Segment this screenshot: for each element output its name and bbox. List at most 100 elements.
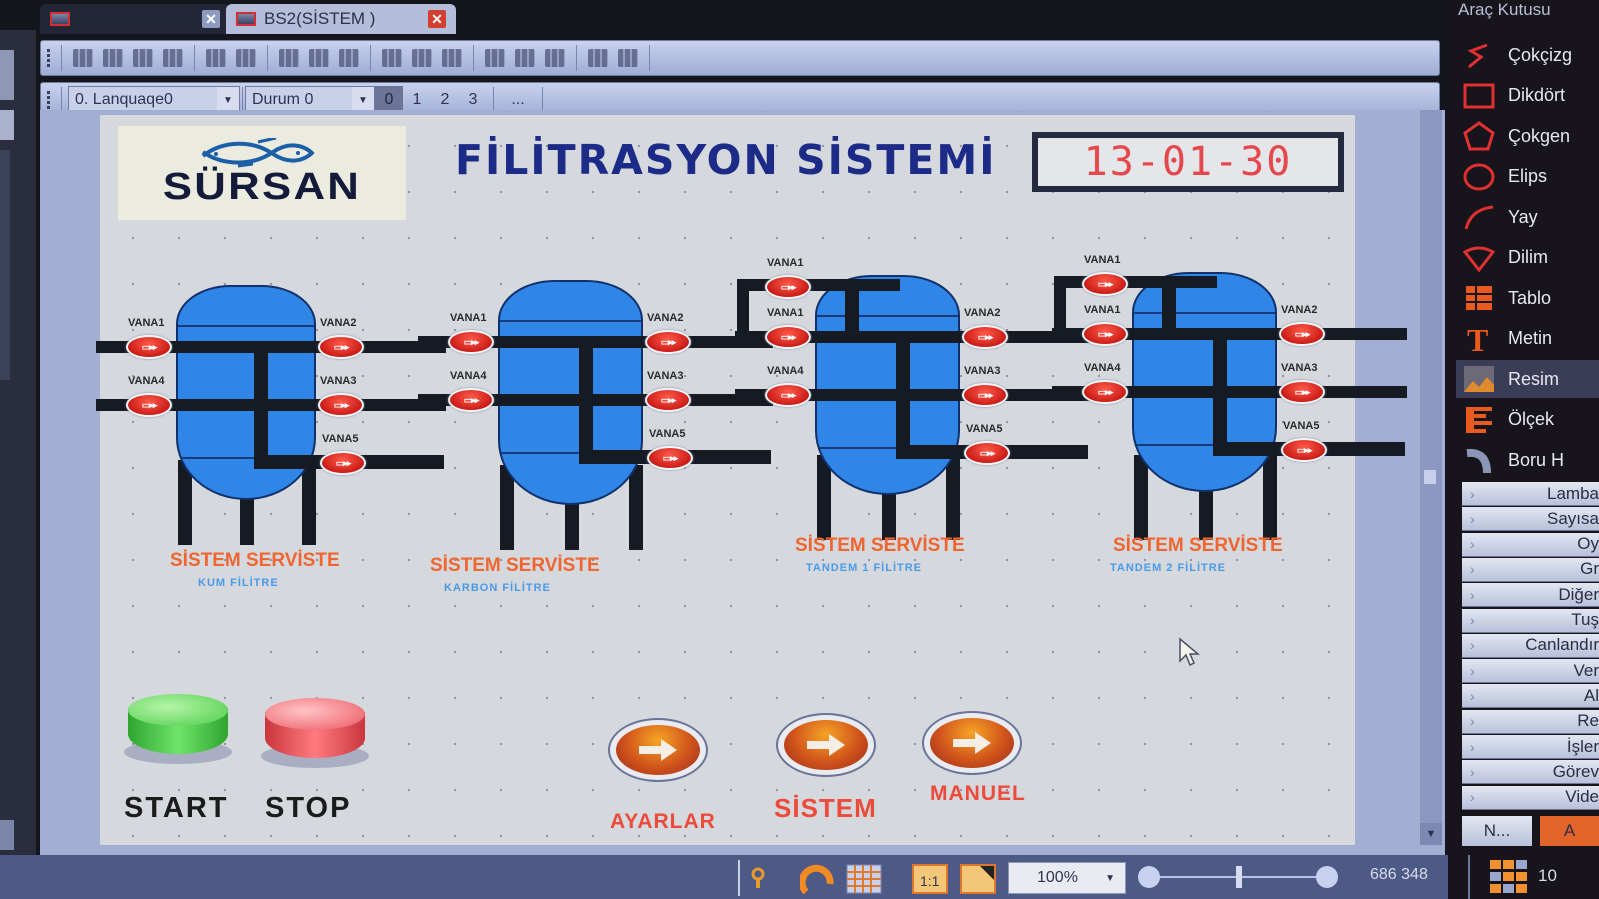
chevron-down-icon[interactable]: ▼ (352, 87, 374, 113)
left-panel-scrollbar[interactable] (0, 150, 10, 380)
toolbox-category[interactable]: ›Ver (1462, 659, 1599, 684)
actual-size-icon[interactable]: 1:1 (912, 864, 948, 894)
start-button[interactable] (124, 694, 232, 764)
left-panel-tab[interactable] (0, 820, 14, 850)
refresh-icon[interactable] (800, 864, 836, 894)
scrollbar-thumb[interactable] (1424, 470, 1436, 484)
valve-right_upper[interactable]: ▭▸▸ (962, 325, 1008, 349)
valve-left_lower[interactable]: ▭▸▸ (1082, 380, 1128, 404)
valve-right_middle[interactable]: ▭▸▸ (318, 393, 364, 417)
toolbox-item-pipe[interactable]: Boru H (1456, 441, 1599, 479)
valve-left_upper[interactable]: ▭▸▸ (126, 335, 172, 359)
toolbox-item-scale[interactable]: Ölçek (1456, 401, 1599, 439)
same-width-icon[interactable] (206, 49, 226, 67)
toolbox-item-pie-slice[interactable]: Dilim (1456, 239, 1599, 277)
distribute-v-icon[interactable] (309, 49, 329, 67)
company-logo[interactable]: SÜRSAN (118, 126, 406, 220)
grid-icon[interactable] (846, 864, 882, 894)
chevron-down-icon[interactable]: ▼ (1105, 872, 1115, 884)
close-icon[interactable]: ✕ (428, 10, 446, 28)
state-select[interactable]: Durum 0 ▼ (245, 86, 375, 114)
toolbar-grip[interactable] (41, 83, 55, 117)
toolbox-item-polyline[interactable]: Çokçizg (1456, 36, 1599, 74)
same-size-icon[interactable] (339, 49, 359, 67)
group-icon[interactable] (515, 49, 535, 67)
stop-button[interactable] (261, 698, 369, 768)
align-top-icon[interactable] (163, 49, 183, 67)
toolbox-category[interactable]: ›Re (1462, 709, 1599, 734)
valve-right_lower[interactable]: ▭▸▸ (647, 446, 693, 470)
bring-front-icon[interactable] (485, 49, 505, 67)
toolbox-item-ellipse[interactable]: Elips (1456, 158, 1599, 196)
same-height-icon[interactable] (236, 49, 256, 67)
valve-right_middle[interactable]: ▭▸▸ (1279, 380, 1325, 404)
center-h-icon[interactable] (382, 49, 402, 67)
align-left-icon[interactable] (73, 49, 93, 67)
left-panel-tab[interactable] (0, 50, 14, 100)
toolbox-category[interactable]: ›Oy (1462, 532, 1599, 557)
toolbox-item-rectangle[interactable]: Dikdört (1456, 77, 1599, 115)
rotate-icon[interactable] (588, 49, 608, 67)
valve-right_lower[interactable]: ▭▸▸ (1281, 438, 1327, 462)
valve-right_lower[interactable]: ▭▸▸ (964, 441, 1010, 465)
valve-right_upper[interactable]: ▭▸▸ (645, 330, 691, 354)
toolbox-item-image[interactable]: Resim (1456, 360, 1599, 398)
toolbar-grip[interactable] (41, 41, 55, 75)
state-button-0[interactable]: 0 (375, 86, 403, 114)
sistem-nav-button[interactable] (776, 713, 876, 777)
toolbox-category[interactable]: ›İşler (1462, 735, 1599, 759)
toolbox-category[interactable]: ›Lamba (1462, 482, 1599, 506)
valve-left_lower[interactable]: ▭▸▸ (448, 388, 494, 412)
toolbox-item-polygon[interactable]: Çokgen (1456, 117, 1599, 155)
zoom-level-select[interactable]: 100% ▼ (1008, 862, 1126, 894)
left-panel-tab[interactable] (0, 110, 14, 140)
center-v-icon[interactable] (412, 49, 432, 67)
more-states-button[interactable]: ... (511, 91, 525, 108)
scroll-down-arrow-icon[interactable]: ▼ (1420, 823, 1442, 845)
valve-top[interactable]: ▭▸▸ (1082, 272, 1128, 296)
zoom-in-button[interactable] (1316, 866, 1338, 888)
zoom-slider-thumb[interactable] (1236, 866, 1242, 888)
send-back-icon[interactable] (545, 49, 565, 67)
state-button-2[interactable]: 2 (440, 91, 450, 108)
tank-vessel[interactable] (815, 275, 960, 495)
chevron-down-icon[interactable]: ▼ (217, 87, 239, 113)
toolbox-tab-a[interactable]: A (1540, 816, 1599, 846)
valve-top[interactable]: ▭▸▸ (765, 275, 811, 299)
valve-left_lower[interactable]: ▭▸▸ (126, 393, 172, 417)
tab-bs2-sistem[interactable]: BS2(SİSTEM ) ✕ (226, 4, 456, 34)
toolbox-category[interactable]: ›Görev (1462, 760, 1599, 785)
zoom-out-button[interactable] (1138, 866, 1160, 888)
toolbox-category[interactable]: ›Canlandır (1462, 633, 1599, 658)
valve-right_middle[interactable]: ▭▸▸ (962, 383, 1008, 407)
valve-right_upper[interactable]: ▭▸▸ (318, 335, 364, 359)
state-button-3[interactable]: 3 (468, 91, 478, 108)
valve-right_upper[interactable]: ▭▸▸ (1279, 322, 1325, 346)
distribute-h-icon[interactable] (279, 49, 299, 67)
toolbox-category[interactable]: ›Diğer (1462, 583, 1599, 608)
canvas-vertical-scrollbar[interactable]: ▼ (1420, 110, 1442, 845)
toolbox-item-table[interactable]: Tablo (1456, 279, 1599, 317)
toolbox-category[interactable]: ›Al (1462, 684, 1599, 709)
align-right-icon[interactable] (133, 49, 153, 67)
valve-left_lower[interactable]: ▭▸▸ (765, 383, 811, 407)
bottom-align-icon[interactable] (442, 49, 462, 67)
valve-left_upper[interactable]: ▭▸▸ (765, 325, 811, 349)
tank-vessel[interactable] (1132, 272, 1277, 492)
fit-to-window-icon[interactable] (960, 864, 996, 894)
toolbox-tab-n[interactable]: N... (1462, 816, 1532, 846)
valve-right_lower[interactable]: ▭▸▸ (320, 451, 366, 475)
layout-grid-icon[interactable] (1490, 860, 1530, 894)
toolbox-category[interactable]: ›Tuş (1462, 608, 1599, 633)
toolbox-category[interactable]: ›Sayısa (1462, 507, 1599, 532)
close-icon[interactable]: ✕ (202, 10, 220, 28)
tab-document-1[interactable]: ✕ (40, 4, 230, 34)
toolbox-category[interactable]: ›Vide (1462, 785, 1599, 810)
valve-left_upper[interactable]: ▭▸▸ (1082, 322, 1128, 346)
align-center-icon[interactable] (103, 49, 123, 67)
valve-right_middle[interactable]: ▭▸▸ (645, 388, 691, 412)
lock-pin-icon[interactable] (748, 864, 768, 892)
tank-vessel[interactable] (498, 280, 643, 505)
ayarlar-nav-button[interactable] (608, 718, 708, 782)
